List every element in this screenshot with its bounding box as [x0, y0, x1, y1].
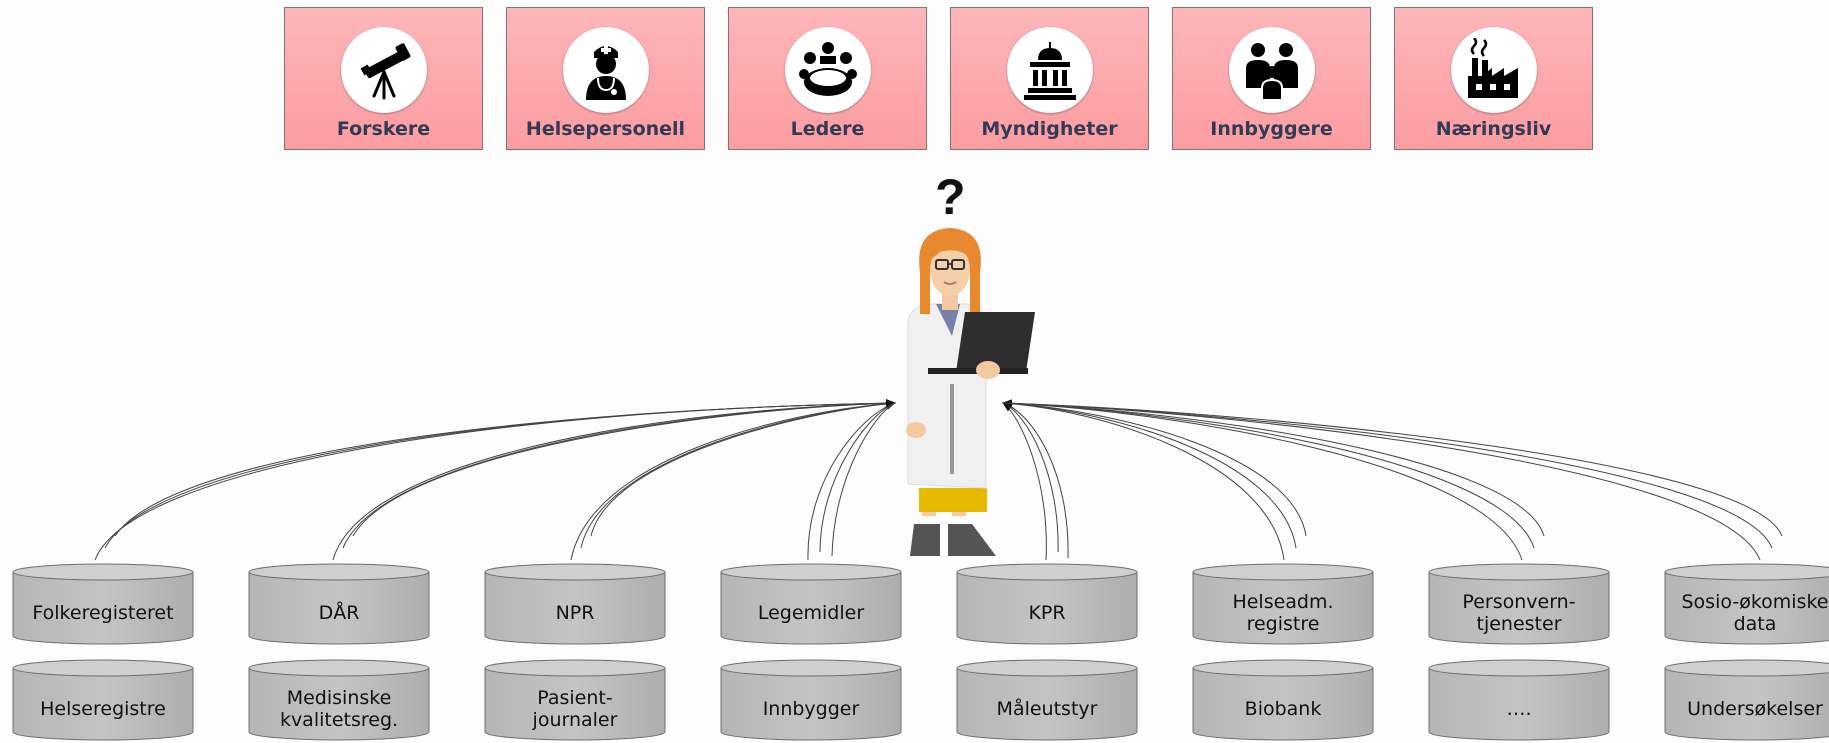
data-source-cylinder: Legemidler [720, 563, 902, 645]
question-mark: ? [935, 169, 966, 225]
data-source-cylinder: Biobank [1192, 659, 1374, 741]
actor-ledere: Ledere [728, 7, 927, 150]
data-source-label: Helseadm. registre [1232, 591, 1334, 635]
data-source-cylinder: Innbygger [720, 659, 902, 741]
family-icon [1229, 27, 1315, 113]
data-source-label: Undersøkelser [1687, 698, 1823, 720]
telescope-icon [341, 27, 427, 113]
data-source-label: …. [1506, 698, 1532, 720]
actor-label: Næringsliv [1435, 118, 1552, 140]
data-source-label: Personvern- tjenester [1462, 591, 1576, 635]
actor-row: Forskere Helsepersonell [0, 0, 1829, 160]
data-source-label: Sosio-økomiske data [1681, 591, 1829, 635]
data-source-cylinder: …. [1428, 659, 1610, 741]
data-source-label: Pasient- journaler [532, 687, 618, 731]
meeting-icon [785, 27, 871, 113]
data-source-label: DÅR [318, 602, 360, 624]
researcher-figure [906, 228, 1035, 556]
government-building-icon [1007, 27, 1093, 113]
data-source-cylinder: Undersøkelser [1664, 659, 1829, 741]
data-source-cylinder: Pasient- journaler [484, 659, 666, 741]
actor-helsepersonell: Helsepersonell [506, 7, 705, 150]
data-source-cylinder: Helseregistre [12, 659, 194, 741]
data-source-cylinder: Medisinske kvalitetsreg. [248, 659, 430, 741]
data-source-cylinder: Personvern- tjenester [1428, 563, 1610, 645]
factory-icon [1451, 27, 1537, 113]
actor-innbyggere: Innbyggere [1172, 7, 1371, 150]
data-source-label: Innbygger [762, 698, 860, 720]
data-source-cylinder: Måleutstyr [956, 659, 1138, 741]
data-source-cylinder: NPR [484, 563, 666, 645]
actor-label: Myndigheter [981, 118, 1118, 140]
data-source-cylinder: KPR [956, 563, 1138, 645]
data-source-label: KPR [1028, 602, 1066, 624]
data-source-label: NPR [555, 602, 595, 624]
actor-label: Innbyggere [1210, 118, 1333, 140]
data-source-label: Helseregistre [40, 698, 166, 720]
data-source-label: Måleutstyr [996, 698, 1098, 720]
data-source-cylinder: Folkeregisteret [12, 563, 194, 645]
nurse-icon [563, 27, 649, 113]
actor-label: Helsepersonell [525, 118, 686, 140]
data-source-label: Folkeregisteret [32, 602, 174, 624]
data-source-cylinder: DÅR [248, 563, 430, 645]
data-source-label: Biobank [1244, 698, 1322, 720]
data-source-cylinder: Helseadm. registre [1192, 563, 1374, 645]
actor-myndigheter: Myndigheter [950, 7, 1149, 150]
actor-naeringsliv: Næringsliv [1394, 7, 1593, 150]
actor-forskere: Forskere [284, 7, 483, 150]
data-source-label: Legemidler [757, 602, 865, 624]
data-source-label: Medisinske kvalitetsreg. [279, 687, 399, 731]
data-source-cylinder: Sosio-økomiske data [1664, 563, 1829, 645]
actor-label: Forskere [336, 118, 431, 140]
actor-label: Ledere [790, 118, 865, 140]
